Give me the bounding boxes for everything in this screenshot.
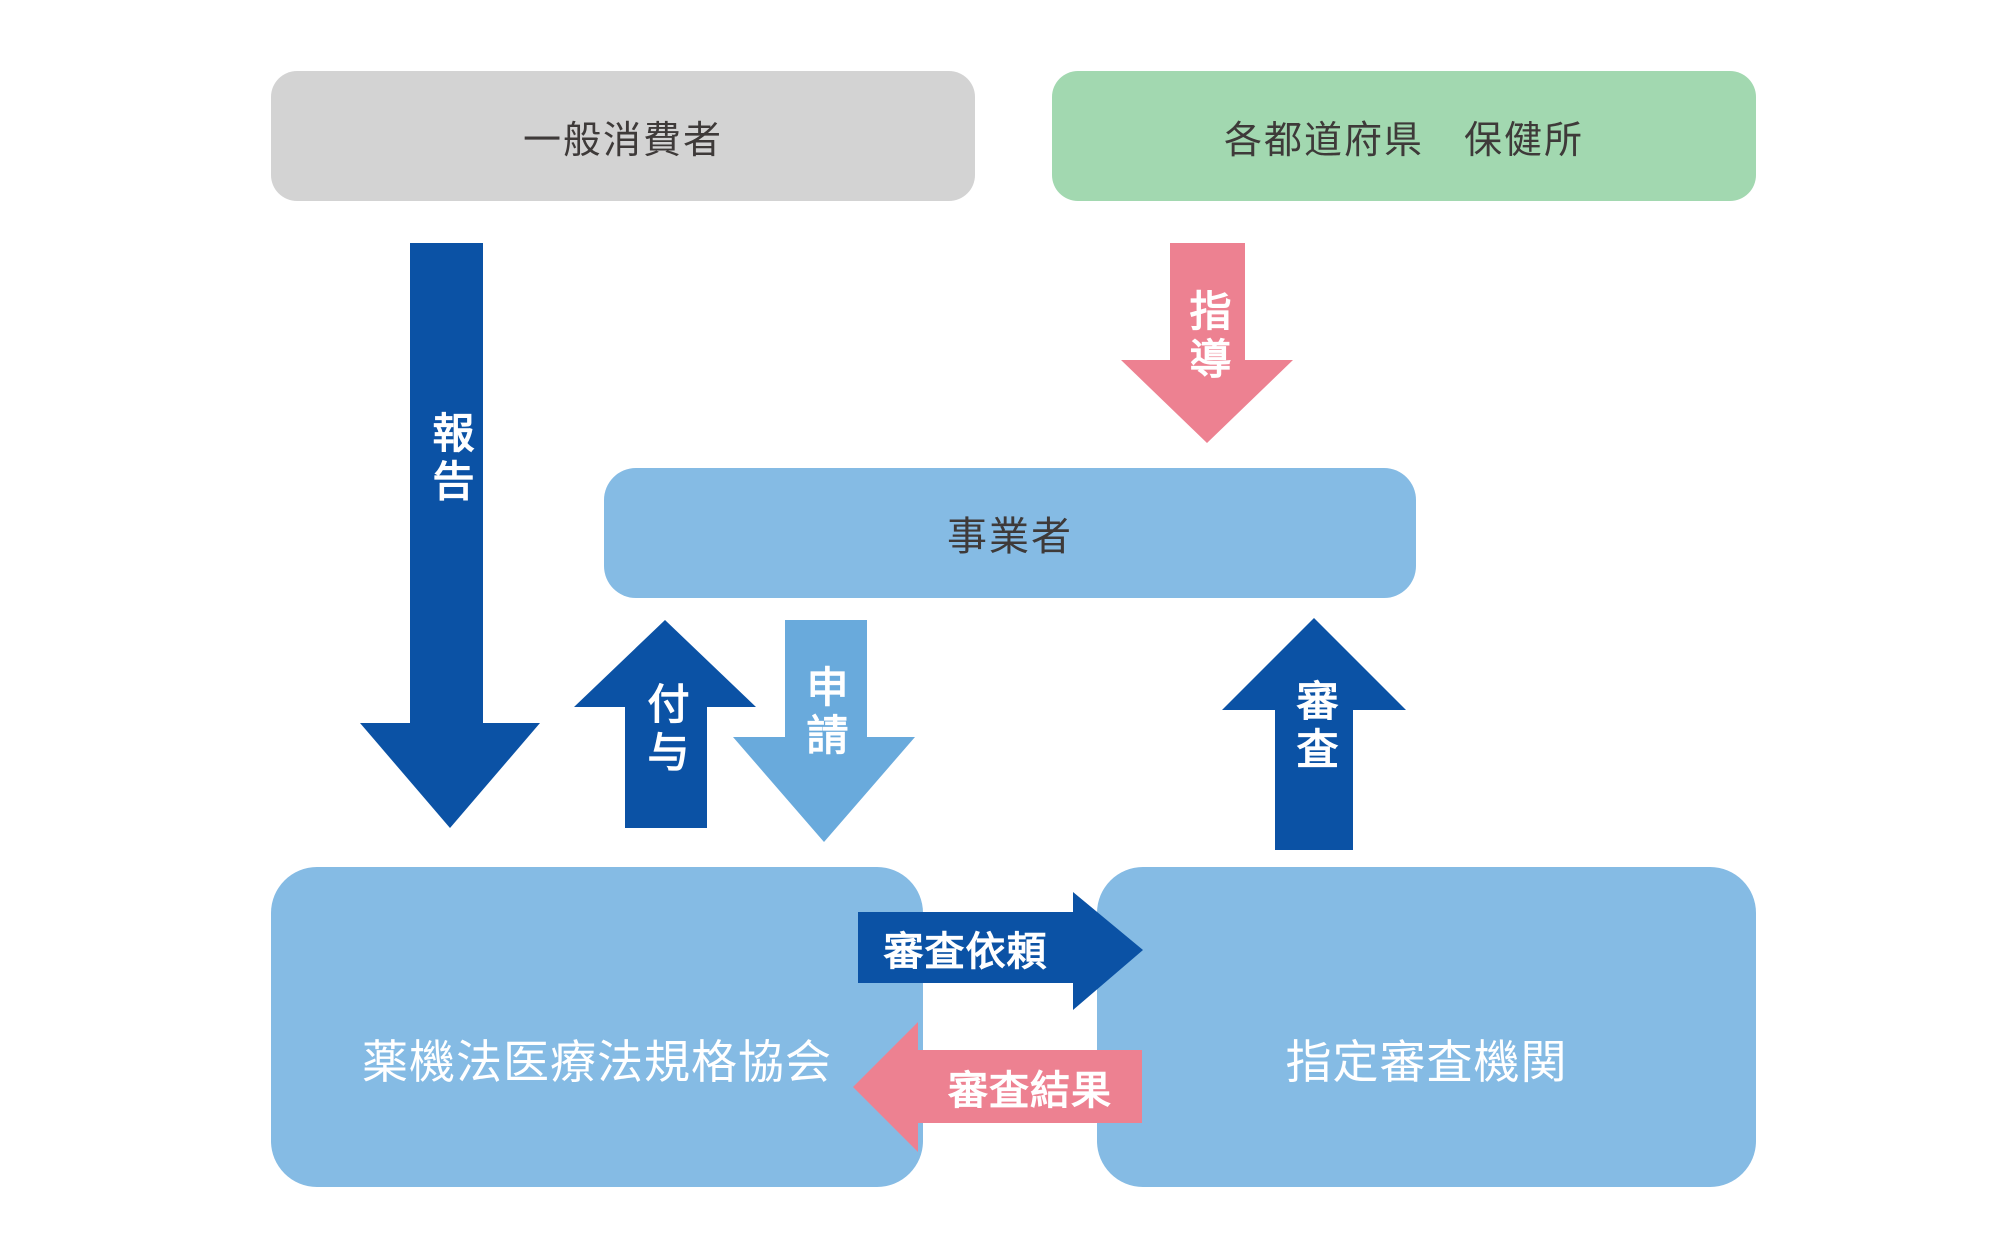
arrow-examination-result-left: 審査結果 (853, 1022, 1142, 1152)
arrow-examination-up: 審査 (1222, 618, 1406, 850)
arrow-guidance-label: 指導 (1184, 289, 1231, 385)
node-designated-examination-body-label: 指定審査機関 (1285, 1036, 1568, 1088)
node-business-operator-label: 事業者 (947, 515, 1073, 559)
arrow-examination-request-right: 審査依頼 (858, 892, 1143, 1012)
arrow-application-label: 申請 (801, 665, 848, 762)
arrow-grant-shape (574, 620, 756, 828)
node-standards-association-label: 薬機法医療法規格協会 (362, 1036, 832, 1088)
arrow-report-shape (360, 243, 540, 828)
arrow-report-down: 報告 (360, 243, 540, 828)
arrow-grant-up: 付与 (574, 620, 756, 828)
arrow-guidance-shape (1121, 243, 1293, 443)
arrow-examination-result-label: 審査結果 (948, 1068, 1112, 1113)
arrow-examination-request-shape (858, 892, 1143, 1010)
arrow-application-down: 申請 (733, 620, 915, 842)
node-general-consumer: 一般消費者 (271, 71, 975, 201)
arrow-grant-label: 付与 (642, 682, 689, 779)
node-business-operator: 事業者 (604, 468, 1416, 598)
arrow-examination-request-label: 審査依頼 (883, 929, 1048, 974)
arrow-examination-shape (1222, 618, 1406, 850)
node-designated-examination-body: 指定審査機関 (1097, 867, 1756, 1187)
arrow-examination-result-shape (853, 1022, 1142, 1152)
node-prefectural-health-center-label: 各都道府県 保健所 (1223, 119, 1584, 162)
arrow-examination-label: 審査 (1291, 679, 1338, 776)
arrow-application-shape (733, 620, 915, 842)
arrow-guidance-down: 指導 (1121, 243, 1293, 443)
arrow-report-label: 報告 (427, 411, 474, 508)
node-standards-association: 薬機法医療法規格協会 (271, 867, 923, 1187)
node-prefectural-health-center: 各都道府県 保健所 (1052, 71, 1756, 201)
node-general-consumer-label: 一般消費者 (522, 119, 723, 162)
